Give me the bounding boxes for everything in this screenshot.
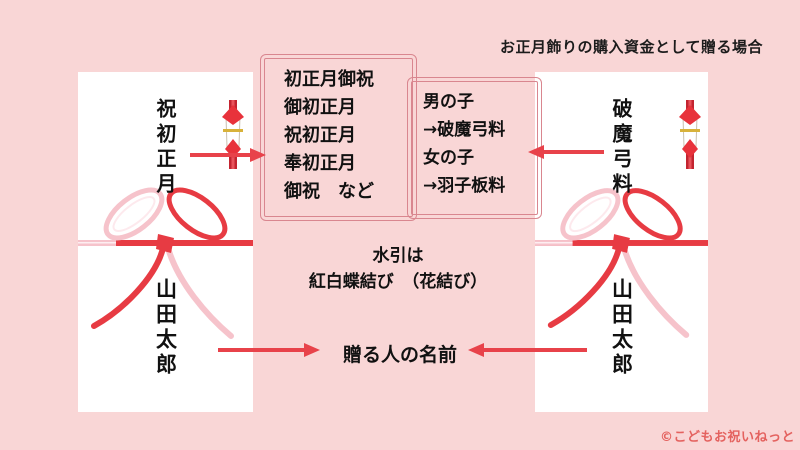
envelope-giver-name-right: 山田太郎 xyxy=(609,278,635,378)
name-option: 奉初正月 xyxy=(284,153,356,174)
mizuhiki-note-line1: 水引は xyxy=(372,246,424,266)
arrow-right-icon xyxy=(218,343,320,357)
noshi-ornament-icon xyxy=(679,100,701,169)
copyright-credit: ©こどもお祝いねっと xyxy=(659,430,795,445)
gender-option: →羽子板料 xyxy=(423,176,506,196)
mizuhiki-note-line2: 紅白蝶結び （花結び） xyxy=(308,272,488,292)
envelope-giver-name-left: 山田太郎 xyxy=(153,278,179,378)
mizuhiki-note: 水引は 紅白蝶結び （花結び） xyxy=(288,243,508,295)
arrow-left-icon xyxy=(528,145,604,159)
envelope-title-right: 破魔弓料 xyxy=(609,98,633,198)
gender-option: →破魔弓料 xyxy=(423,120,506,140)
arrow-left-icon xyxy=(468,343,587,357)
name-options-box: 初正月御祝 御初正月 祝初正月 奉初正月 御祝 など xyxy=(260,54,417,221)
noshi-ornament-icon xyxy=(222,100,244,169)
gender-options-box: 男の子 →破魔弓料 女の子 →羽子板料 xyxy=(407,77,542,219)
arrow-right-icon xyxy=(190,148,266,162)
name-option: 御祝 など xyxy=(284,181,374,202)
name-option: 初正月御祝 xyxy=(284,69,374,90)
name-option: 祝初正月 xyxy=(284,125,356,146)
noshi-envelope-right: 破魔弓料 山田太郎 xyxy=(535,72,708,412)
gender-option: 男の子 xyxy=(423,92,474,112)
envelope-title-left: 祝初正月 xyxy=(153,98,177,198)
name-option: 御初正月 xyxy=(284,97,356,118)
noshi-envelope-left: 祝初正月 山田太郎 xyxy=(78,72,253,412)
gender-option: 女の子 xyxy=(423,148,474,168)
giver-name-note: 贈る人の名前 xyxy=(342,344,457,366)
page-title: お正月飾りの購入資金として贈る場合 xyxy=(499,38,763,56)
